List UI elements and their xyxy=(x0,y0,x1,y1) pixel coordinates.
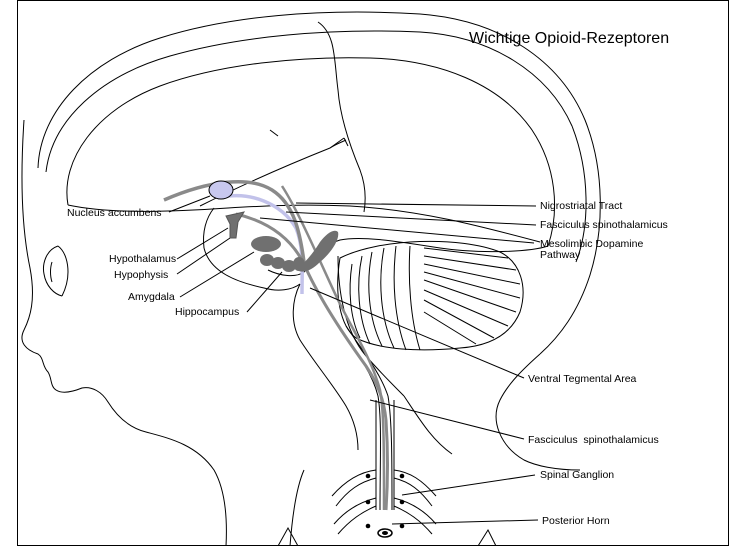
nucleus-accumbens-shape xyxy=(209,181,233,199)
ganglion-dot xyxy=(400,524,405,529)
ganglion-dot xyxy=(366,474,371,479)
label-hypophysis: Hypophysis xyxy=(114,269,168,281)
label-fasciculus-spinothalamicus-bottom: Fasciculus spinothalamicus xyxy=(528,434,659,446)
ganglion-dot xyxy=(400,500,405,505)
ganglion-dot xyxy=(400,474,405,479)
label-posterior-horn: Posterior Horn xyxy=(542,515,610,527)
label-ventral-tegmental-area: Ventral Tegmental Area xyxy=(528,373,637,385)
amygdala-shape xyxy=(251,236,281,252)
label-fasciculus-spinothalamicus-top: Fasciculus spinothalamicus xyxy=(540,219,668,231)
diagram-title: Wichtige Opioid-Rezeptoren xyxy=(469,30,669,47)
ganglion-dot xyxy=(366,500,371,505)
label-nigrostriatal-tract: Nigrostriatal Tract xyxy=(540,200,622,212)
label-hippocampus: Hippocampus xyxy=(175,306,239,318)
ganglion-dot xyxy=(366,524,371,529)
label-mesolimbic-pathway-line2: Pathway xyxy=(540,249,581,261)
label-nucleus-accumbens: Nucleus accumbens xyxy=(67,207,162,219)
label-spinal-ganglion: Spinal Ganglion xyxy=(540,469,614,481)
label-hypothalamus: Hypothalamus xyxy=(109,253,176,265)
label-amygdala: Amygdala xyxy=(128,291,175,303)
